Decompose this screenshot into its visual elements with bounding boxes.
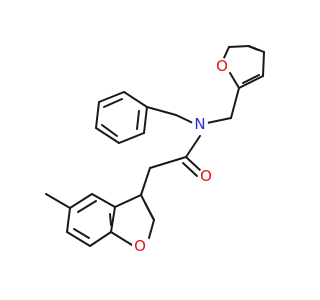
structure-drawing: O N O O (45, 45, 265, 255)
amide-nitrogen-label: N (194, 115, 205, 133)
furan-oxygen-label: O (216, 57, 228, 75)
bond (66, 207, 71, 233)
bond (114, 194, 142, 208)
bond (66, 231, 91, 247)
bond-inner (101, 124, 118, 137)
bond (223, 46, 230, 59)
bond (95, 127, 120, 144)
bond (185, 135, 201, 158)
bond (242, 74, 260, 84)
carbonyl-oxygen-label: O (200, 167, 212, 185)
bond (95, 101, 100, 129)
bond (140, 167, 151, 196)
bond (238, 75, 264, 89)
bond (262, 51, 265, 77)
bond (228, 45, 250, 48)
bond (185, 156, 201, 171)
bond (91, 193, 116, 208)
bond (229, 72, 240, 89)
bond (175, 114, 194, 124)
amide-nitrogen: N (192, 115, 208, 133)
bond (110, 206, 116, 233)
bond (77, 200, 97, 213)
bond (182, 162, 198, 177)
bond (89, 231, 112, 247)
bond (98, 91, 125, 103)
carbonyl-oxygen: O (198, 167, 214, 185)
bond (73, 228, 90, 239)
bond (118, 132, 145, 144)
bond-inner (136, 110, 140, 130)
bond (69, 193, 93, 209)
bond (230, 87, 240, 119)
bond (123, 91, 148, 108)
bond (110, 231, 133, 246)
bond (144, 202, 155, 221)
benzofuran-oxygen-label: O (134, 237, 146, 255)
bond (146, 106, 177, 116)
bond (148, 219, 155, 239)
atom-labels: O N O O (132, 57, 230, 255)
bond (143, 106, 148, 134)
bond (149, 156, 187, 169)
bond-inner (103, 98, 123, 108)
furan-oxygen: O (214, 57, 230, 75)
molecule-diagram: O N O O (45, 45, 265, 255)
bond (109, 213, 112, 226)
bond (206, 117, 232, 124)
bond (45, 193, 71, 209)
benzofuran-oxygen: O (132, 237, 148, 255)
bonds (45, 45, 265, 247)
